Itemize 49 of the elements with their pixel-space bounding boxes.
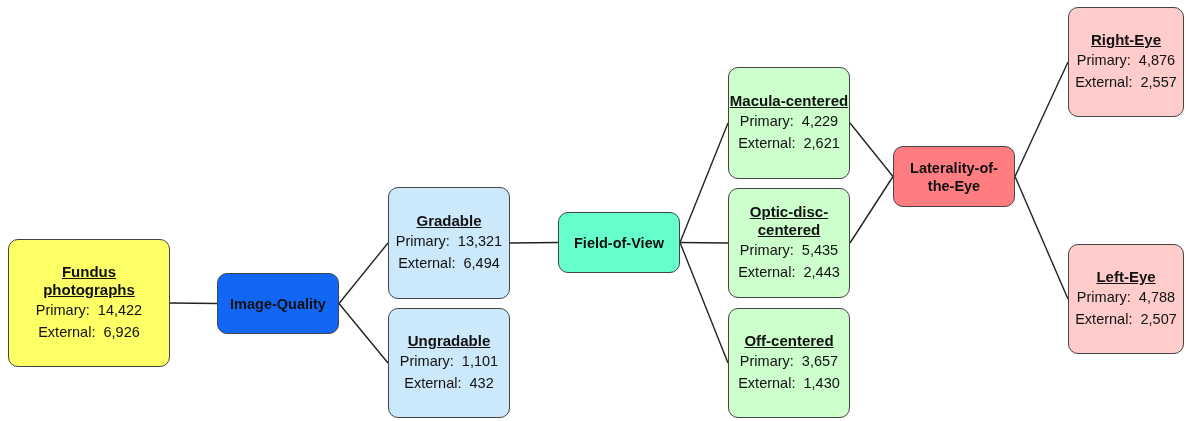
count-text: Primary: 4,876 <box>1076 51 1176 70</box>
count-text: Primary: 4,788 <box>1076 288 1176 307</box>
connector-line <box>338 242 389 305</box>
category-box <box>728 67 850 179</box>
category-heading: Optic-disc-centered <box>748 203 830 239</box>
category-box <box>1068 7 1184 117</box>
category-box <box>388 187 510 299</box>
connector-line <box>1014 61 1069 178</box>
connector-line <box>679 122 729 244</box>
category-label: Field-of-View <box>574 233 664 252</box>
count-text: External: 2,621 <box>738 134 840 153</box>
category-box <box>728 188 850 298</box>
connector-line <box>679 241 729 244</box>
category-box <box>1068 244 1184 354</box>
category-box <box>8 239 170 367</box>
category-heading: Macula-centered <box>729 92 849 110</box>
category-heading: Left-Eye <box>1096 268 1156 286</box>
connector-line <box>679 241 729 364</box>
category-heading: Off-centered <box>744 332 834 350</box>
count-text: External: 6,494 <box>398 254 500 273</box>
connector-line <box>849 175 894 244</box>
count-text: Primary: 5,435 <box>739 241 839 260</box>
connector-line <box>509 241 559 244</box>
count-text: External: 6,926 <box>38 323 140 342</box>
connector-line <box>1014 175 1069 300</box>
count-text: External: 1,430 <box>738 374 840 393</box>
count-text: Primary: 3,657 <box>739 352 839 371</box>
connector-line <box>338 302 389 364</box>
connector-line <box>169 302 218 305</box>
count-text: Primary: 13,321 <box>395 232 503 251</box>
category-box <box>558 212 680 273</box>
category-heading: Gradable <box>416 212 482 230</box>
connector-line <box>849 122 894 178</box>
category-label: Image-Quality <box>230 294 326 313</box>
category-heading: Ungradable <box>407 332 491 350</box>
category-heading: Right-Eye <box>1091 31 1161 49</box>
count-text: External: 2,443 <box>738 263 840 282</box>
category-heading: Fundus photographs <box>42 263 136 299</box>
category-box <box>728 308 850 418</box>
count-text: External: 2,557 <box>1075 73 1177 92</box>
category-label: Laterality-of-the-Eye <box>909 158 999 195</box>
count-text: External: 2,507 <box>1075 310 1177 329</box>
count-text: Primary: 14,422 <box>35 301 143 320</box>
category-box <box>217 273 339 334</box>
count-text: Primary: 1,101 <box>399 352 499 371</box>
category-box <box>893 146 1015 207</box>
count-text: External: 432 <box>404 374 494 393</box>
category-box <box>388 308 510 418</box>
count-text: Primary: 4,229 <box>739 112 839 131</box>
